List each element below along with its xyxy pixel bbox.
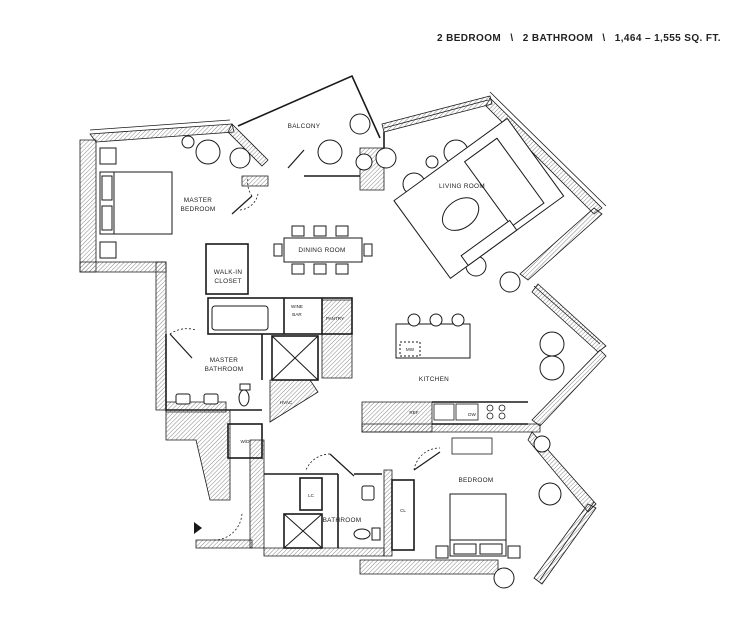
dining-room-label: DINING ROOM [298, 247, 345, 254]
kitchen-label: KITCHEN [419, 376, 449, 383]
bedroom-count: 2 BEDROOM [436, 33, 502, 44]
master-bathroom-label: MASTER [210, 357, 239, 364]
interior-walls [165, 74, 528, 551]
kitchen-island [395, 313, 471, 359]
master-bedroom-label: MASTER [184, 197, 213, 204]
separator: \ [510, 33, 514, 44]
balcony-label: BALCONY [288, 123, 321, 130]
hvac-label: HVAC [280, 400, 293, 405]
bedroom-label: BEDROOM [458, 477, 493, 484]
window-lines [89, 91, 607, 581]
master-bathroom-label: BATHROOM [205, 366, 244, 373]
bedroom-bed [435, 493, 521, 559]
microwave-label: MW [406, 347, 415, 352]
dining-table [273, 225, 373, 275]
linen-closet-label: LC [308, 493, 315, 498]
wine-bar-label: WINE [291, 304, 303, 309]
room-labels: BALCONY LIVING ROOM MASTER BEDROOM DININ… [180, 123, 493, 524]
bathroom-count: 2 BATHROOM [522, 33, 594, 44]
pantry-label: PANTRY [326, 316, 344, 321]
master-bedroom-label: BEDROOM [180, 206, 215, 213]
living-room-label: LIVING ROOM [439, 183, 485, 190]
master-bath-fixtures [175, 305, 319, 407]
refrigerator-label: REF [409, 410, 418, 415]
unit-summary: 2 BEDROOM \ 2 BATHROOM \ 1,464 – 1,555 S… [437, 33, 721, 44]
washer-dryer-label: W/D [241, 439, 251, 444]
doors [169, 149, 441, 541]
bathroom-label: BATHROOM [323, 517, 362, 524]
armchairs [181, 113, 565, 589]
dishwasher-label: DW [468, 412, 476, 417]
walk-in-closet-label: WALK-IN [214, 269, 243, 276]
wine-bar-label: BAR [292, 312, 302, 317]
square-footage: 1,464 – 1,555 SQ. FT. [614, 33, 721, 44]
kitchen-counter [433, 403, 506, 455]
walk-in-closet-label: CLOSET [214, 278, 241, 285]
closet-label: CL [400, 508, 406, 513]
entry-arrow-icon [194, 522, 202, 534]
bathroom-fixtures [283, 485, 381, 549]
separator: \ [602, 33, 606, 44]
master-bed [99, 147, 173, 259]
living-room-furniture [393, 117, 565, 280]
